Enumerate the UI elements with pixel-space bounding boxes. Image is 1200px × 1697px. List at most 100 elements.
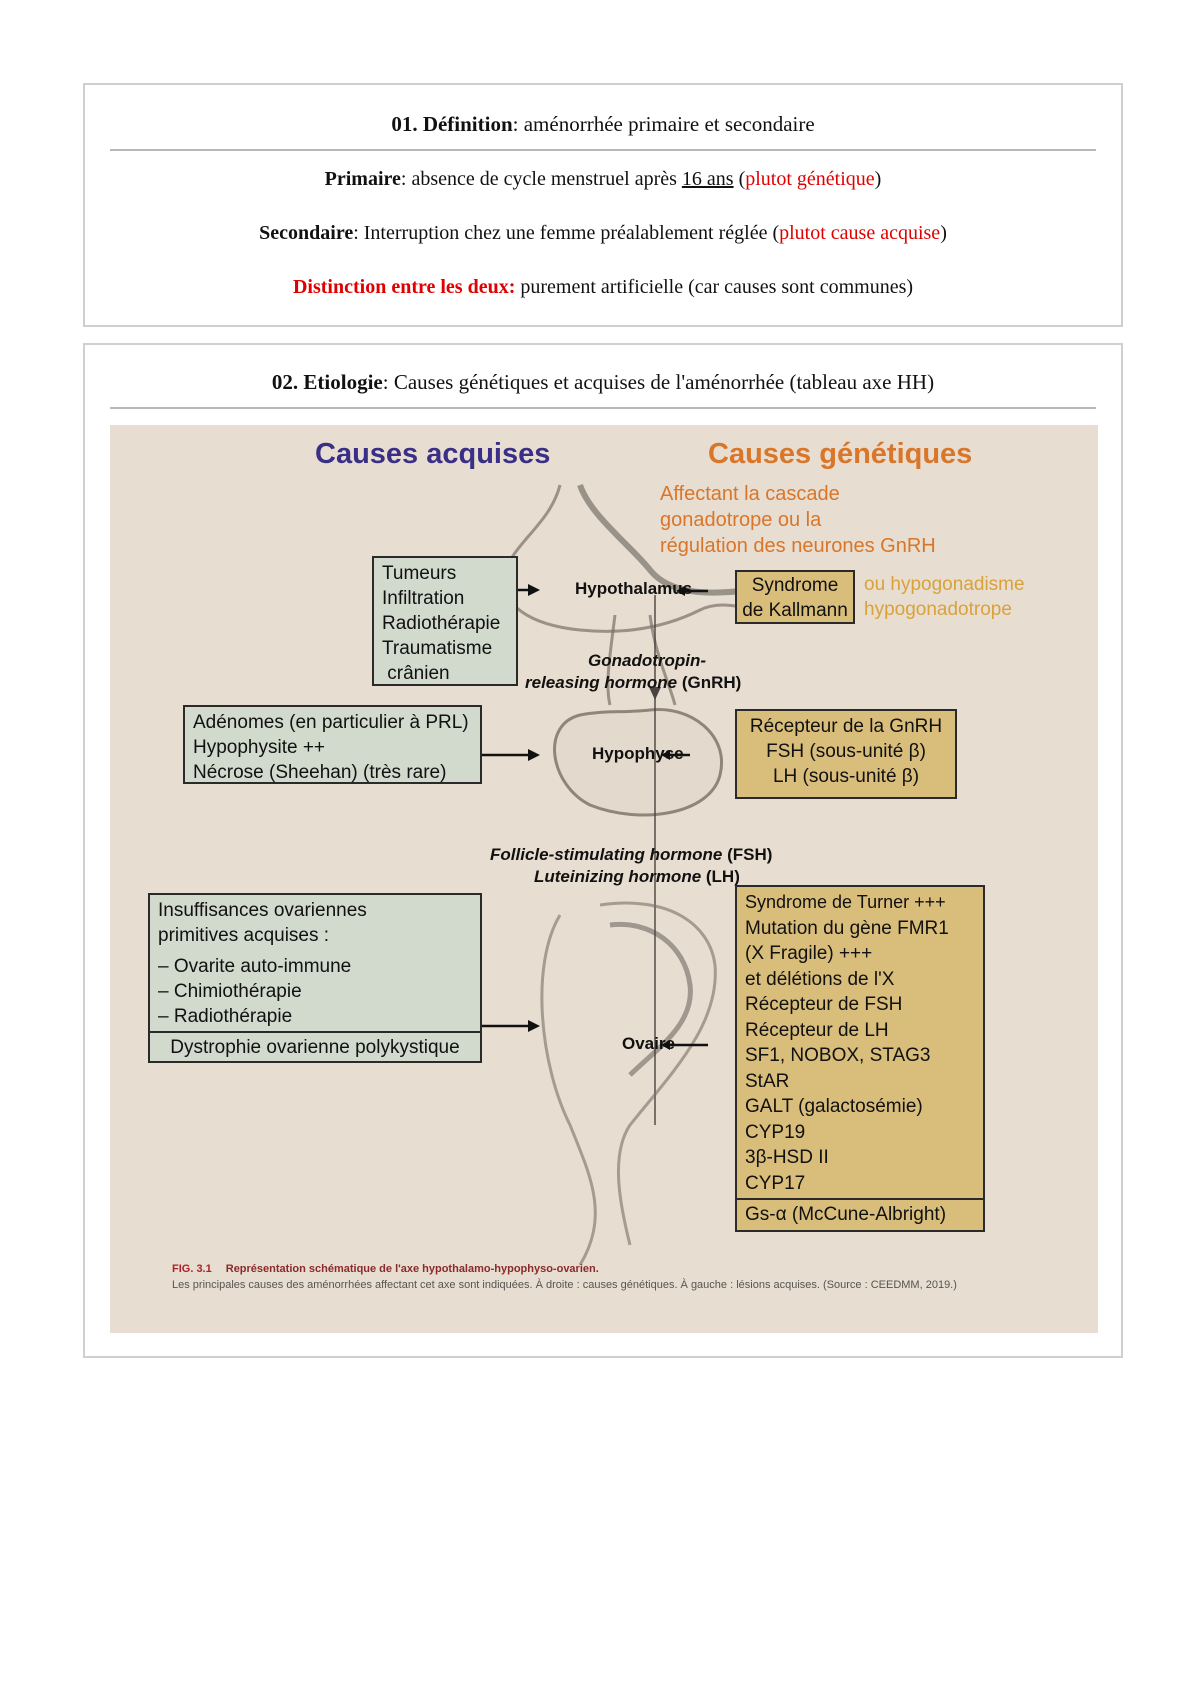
gnrh-label-line2: releasing hormone (GnRH): [525, 673, 741, 693]
list-item: Adénomes (en particulier à PRL): [193, 712, 469, 733]
definition-topic: : aménorrhée primaire et secondaire: [512, 112, 815, 136]
etiology-divider: [110, 407, 1096, 409]
pituitary-gland-icon: [553, 707, 723, 817]
list-item: crânien: [382, 663, 450, 684]
list-item: Radiothérapie: [382, 613, 501, 634]
list-item: Syndrome de Turner +++: [745, 892, 946, 912]
list-item: primitives acquises :: [158, 925, 330, 946]
caption-heading: FIG. 3.1 Représentation schématique de l'…: [172, 1261, 1072, 1277]
list-item: SF1, NOBOX, STAG3: [745, 1045, 931, 1066]
stalk-outline-right-icon: [648, 614, 677, 706]
list-item: CYP19: [745, 1121, 806, 1143]
hypophyse-label: Hypophyse: [592, 744, 684, 763]
list-item: Syndrome: [751, 575, 839, 596]
primary-paren-open: (: [733, 168, 746, 190]
list-item: LH (sous-unité β): [772, 766, 920, 787]
arrowhead-ovaire-genetic-icon: [661, 1040, 670, 1050]
brain-shading-icon: [577, 483, 751, 596]
hypothalamus-label: Hypothalamus: [575, 579, 693, 598]
list-item: Infiltration: [382, 588, 465, 609]
list-item: Traumatisme: [382, 638, 493, 659]
ovaire-acquired-box: Insuffisances ovariennes primitives acqu…: [148, 893, 482, 1063]
list-item: GALT (galactosémie): [745, 1096, 923, 1117]
gnrh-label-italic: releasing hormone: [525, 673, 678, 692]
genetic-subtitle-line: gonadotrope ou la: [660, 509, 822, 531]
definition-heading: 01. Définition: aménorrhée primaire et s…: [85, 112, 1121, 137]
axis-arrow-gnrh-icon: [649, 687, 661, 700]
primary-line: Primaire: absence de cycle menstruel apr…: [85, 168, 1121, 191]
genetic-subtitle-line: Affectant la cascade: [660, 483, 840, 505]
secondary-label: Secondaire: [259, 222, 354, 244]
primary-paren-close: ): [874, 168, 882, 190]
list-item: Insuffisances ovariennes: [158, 900, 367, 921]
list-item: StAR: [745, 1070, 790, 1092]
primary-label: Primaire: [324, 168, 401, 190]
list-item: 3β-HSD II: [745, 1147, 829, 1168]
fsh-label-italic: Follicle-stimulating hormone: [490, 845, 723, 864]
arrowhead-hypophyse-genetic-icon: [661, 750, 670, 760]
hypophyse-genetic-box: Récepteur de la GnRH FSH (sous-unité β) …: [735, 709, 957, 799]
list-item: Nécrose (Sheehan) (très rare): [193, 762, 447, 783]
ovaire-acquired-footer: Dystrophie ovarienne polykystique: [150, 1031, 480, 1060]
lh-label: Luteinizing hormone (LH): [534, 867, 740, 887]
genetic-causes-title: Causes génétiques: [708, 438, 973, 470]
secondary-note: plutot cause acquise: [779, 222, 941, 244]
ovaire-genetic-footer: Gs-α (McCune-Albright): [737, 1198, 983, 1228]
genetic-subtitle-line: régulation des neurones GnRH: [660, 535, 936, 557]
etiology-section: 02. Etiologie: Causes génétiques et acqu…: [83, 343, 1123, 1358]
list-item: Tumeurs: [382, 563, 457, 584]
brain-outline-icon: [502, 484, 801, 633]
stalk-outline-icon: [606, 614, 617, 706]
distinction-line: Distinction entre les deux: purement art…: [85, 276, 1121, 299]
secondary-line: Secondaire: Interruption chez une femme …: [85, 222, 1121, 245]
fsh-label-abbrev: (FSH): [722, 845, 773, 864]
arrowhead-hypophyse-acquired-icon: [528, 749, 540, 761]
arrowhead-ovaire-acquired-icon: [528, 1020, 540, 1032]
list-item: – Chimiothérapie: [158, 981, 302, 1002]
etiology-topic: : Causes génétiques et acquises de l'amé…: [382, 370, 935, 394]
hypothalamus-acquired-box: Tumeurs Infiltration Radiothérapie Traum…: [372, 556, 518, 686]
list-item: de Kallmann: [742, 600, 848, 621]
gnrh-label-line1: Gonadotropin-: [588, 651, 707, 670]
ovary-outline-icon: [599, 901, 717, 1246]
ovaire-label: Ovaire: [622, 1034, 675, 1053]
acquired-causes-title: Causes acquises: [315, 438, 551, 470]
fsh-label: Follicle-stimulating hormone (FSH): [490, 845, 772, 865]
kallmann-note: ou hypogonadisme hypogonadotrope: [864, 572, 1025, 622]
lh-label-abbrev: (LH): [701, 867, 740, 886]
caption-number: FIG. 3.1: [172, 1263, 212, 1275]
caption-text: Les principales causes des aménorrhées a…: [172, 1279, 957, 1291]
secondary-text: : Interruption chez une femme préalablem…: [353, 222, 780, 244]
etiology-number: 02. Etiologie: [271, 370, 383, 394]
lh-label-italic: Luteinizing hormone: [534, 867, 702, 886]
list-item: (X Fragile) +++: [745, 943, 873, 964]
arrowhead-hypothalamus-acquired-icon: [528, 584, 540, 596]
list-item: Récepteur de LH: [745, 1019, 889, 1041]
ovary-shading-icon: [609, 921, 693, 1077]
distinction-text: purement artificielle (car causes sont c…: [515, 276, 914, 298]
definition-section: 01. Définition: aménorrhée primaire et s…: [83, 83, 1123, 327]
kallmann-note-line: ou hypogonadisme: [864, 574, 1025, 595]
list-item: Récepteur de la GnRH: [749, 716, 943, 737]
secondary-paren-close: ): [940, 222, 947, 244]
list-item: – Ovarite auto-immune: [158, 956, 352, 977]
list-item: Mutation du gène FMR1: [745, 917, 949, 939]
uterus-outline-icon: [540, 914, 597, 1266]
kallmann-box: Syndrome de Kallmann: [735, 570, 855, 624]
hypophyse-acquired-box: Adénomes (en particulier à PRL) Hypophys…: [183, 705, 482, 784]
list-item: Récepteur de FSH: [745, 994, 903, 1015]
list-item: FSH (sous-unité β): [766, 741, 926, 762]
figure-caption: FIG. 3.1 Représentation schématique de l'…: [172, 1261, 1072, 1293]
etiology-heading: 02. Etiologie: Causes génétiques et acqu…: [85, 370, 1121, 395]
definition-divider: [110, 149, 1096, 151]
ovaire-genetic-box: Syndrome de Turner +++ Mutation du gène …: [735, 885, 985, 1232]
arrowhead-kallmann-icon: [676, 586, 685, 596]
primary-age: 16 ans: [681, 168, 734, 190]
list-item: et délétions de l'X: [745, 968, 895, 990]
caption-title: Représentation schématique de l'axe hypo…: [225, 1263, 599, 1275]
hh-axis-figure: Causes acquises Causes génétiques Affect…: [110, 425, 1098, 1333]
list-item: CYP17: [745, 1172, 806, 1194]
list-item: Hypophysite ++: [193, 737, 326, 758]
genetic-subtitle: Affectant la cascade gonadotrope ou la r…: [660, 481, 936, 559]
primary-note: plutot génétique: [745, 168, 875, 190]
